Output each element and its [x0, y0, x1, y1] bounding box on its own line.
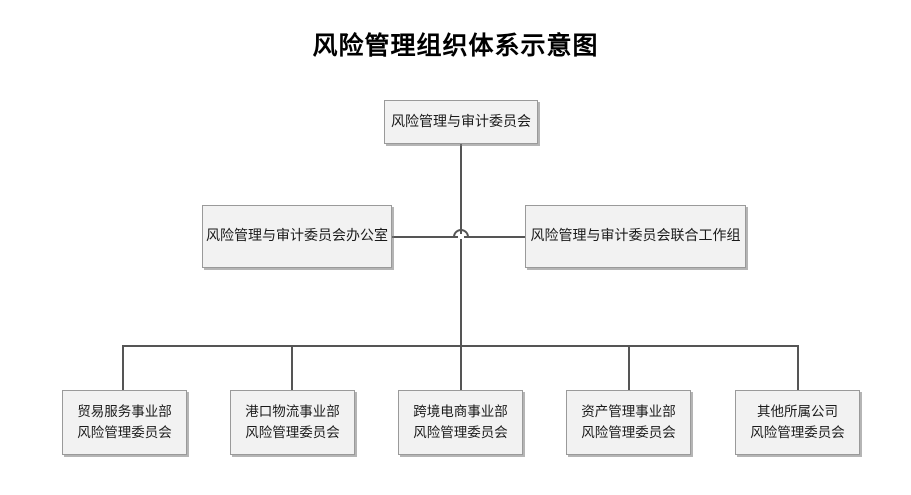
node-label-line1: 港口物流事业部 [245, 404, 340, 421]
node-label: 风险管理与审计委员会办公室 [206, 228, 388, 245]
node-label: 风险管理与审计委员会 [391, 113, 531, 130]
node-label-line2: 风险管理委员会 [581, 424, 676, 441]
node-other-subsidiaries-risk-committee[interactable]: 其他所属公司 风险管理委员会 [735, 390, 860, 455]
connector-drop-0 [122, 346, 124, 391]
node-label-line2: 风险管理委员会 [245, 424, 340, 441]
node-label-line1: 贸易服务事业部 [77, 404, 172, 421]
node-cross-border-ecommerce-division-risk-committee[interactable]: 跨境电商事业部 风险管理委员会 [398, 390, 523, 455]
node-label: 风险管理与审计委员会联合工作组 [530, 228, 741, 245]
page-title: 风险管理组织体系示意图 [312, 31, 599, 60]
node-risk-audit-committee[interactable]: 风险管理与审计委员会 [384, 100, 538, 144]
node-trade-service-division-risk-committee[interactable]: 贸易服务事业部 风险管理委员会 [62, 390, 187, 455]
node-label-line1: 跨境电商事业部 [413, 404, 508, 421]
connector-drop-3 [628, 346, 630, 391]
node-label-line2: 风险管理委员会 [77, 424, 172, 441]
connector-middle-right [464, 236, 525, 238]
connector-middle-to-bus [460, 239, 462, 346]
node-label-line2: 风险管理委员会 [413, 424, 508, 441]
node-risk-audit-committee-joint-workgroup[interactable]: 风险管理与审计委员会联合工作组 [525, 205, 746, 268]
connector-middle-left [392, 236, 458, 238]
node-risk-audit-committee-office[interactable]: 风险管理与审计委员会办公室 [202, 205, 392, 268]
connector-drop-4 [797, 346, 799, 391]
node-port-logistics-division-risk-committee[interactable]: 港口物流事业部 风险管理委员会 [230, 390, 355, 455]
node-label-line1: 资产管理事业部 [581, 404, 676, 421]
connector-drop-2 [460, 346, 462, 391]
node-label-line1: 其他所属公司 [757, 404, 838, 421]
connector-top-to-middle [460, 144, 462, 234]
connector-line-jump-icon [453, 229, 469, 238]
node-label-line2: 风险管理委员会 [750, 424, 845, 441]
connector-drop-1 [291, 346, 293, 391]
node-asset-management-division-risk-committee[interactable]: 资产管理事业部 风险管理委员会 [566, 390, 691, 455]
